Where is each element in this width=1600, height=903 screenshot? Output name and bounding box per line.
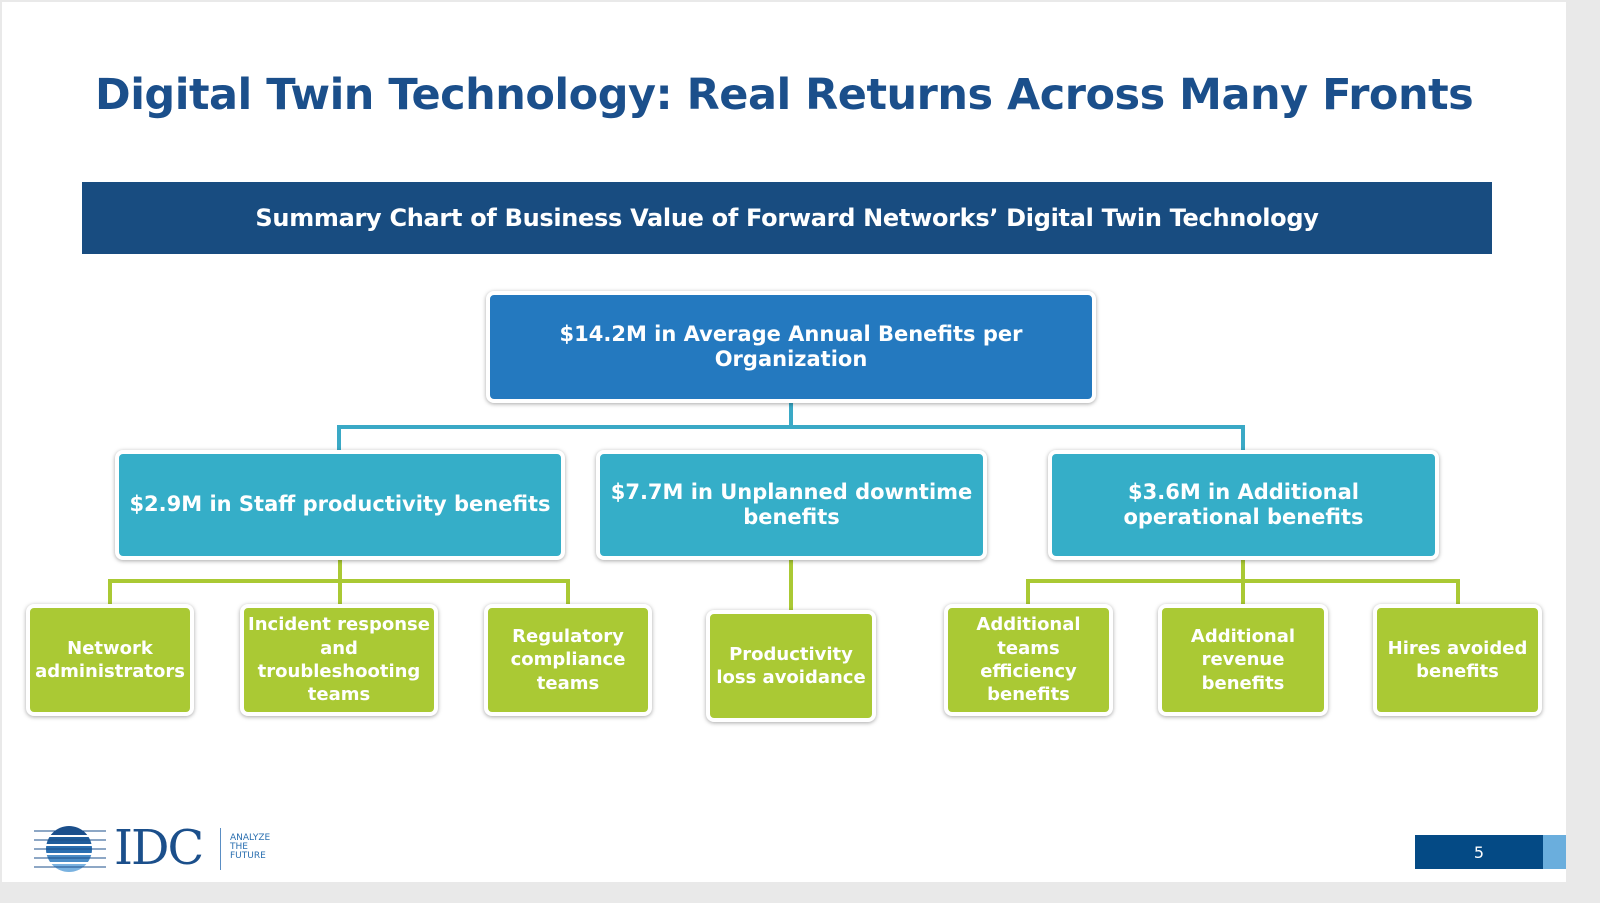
leaf-node: Additional revenue benefits: [1158, 604, 1328, 716]
leaf-node: Productivity loss avoidance: [706, 610, 876, 722]
connector: [337, 425, 1245, 429]
connector: [338, 558, 342, 583]
slide-title: Digital Twin Technology: Real Returns Ac…: [95, 70, 1474, 120]
logo-divider: [220, 828, 221, 870]
connector: [108, 579, 112, 605]
logo-tagline: ANALYZE THE FUTURE: [230, 833, 271, 861]
root-node: $14.2M in Average Annual Benefits per Or…: [486, 291, 1096, 403]
connector: [1026, 579, 1030, 605]
branch-node-operational: $3.6M in Additional operational benefits: [1048, 450, 1439, 560]
connector: [1241, 558, 1245, 583]
connector: [1456, 579, 1460, 605]
page-number-accent: [1543, 835, 1566, 869]
connector: [789, 558, 793, 610]
leaf-node: Regulatory compliance teams: [484, 604, 652, 716]
globe-icon: [34, 826, 106, 872]
connector: [337, 425, 341, 453]
branch-node-staff: $2.9M in Staff productivity benefits: [115, 450, 565, 560]
branch-node-downtime: $7.7M in Unplanned downtime benefits: [596, 450, 987, 560]
slide: Digital Twin Technology: Real Returns Ac…: [2, 2, 1566, 882]
page-number: 5: [1415, 835, 1543, 869]
leaf-node: Hires avoided benefits: [1373, 604, 1542, 716]
connector: [1241, 425, 1245, 453]
leaf-node: Incident response and troubleshooting te…: [240, 604, 438, 716]
connector: [1241, 579, 1245, 605]
leaf-node: Network administrators: [26, 604, 194, 716]
leaf-node: Additional teams efficiency benefits: [944, 604, 1113, 716]
connector: [566, 579, 570, 605]
logo-text: IDC: [114, 820, 204, 876]
idc-logo: IDC ANALYZE THE FUTURE: [32, 820, 282, 876]
connector: [789, 399, 793, 429]
chart-banner: Summary Chart of Business Value of Forwa…: [82, 182, 1492, 254]
connector: [338, 579, 342, 605]
